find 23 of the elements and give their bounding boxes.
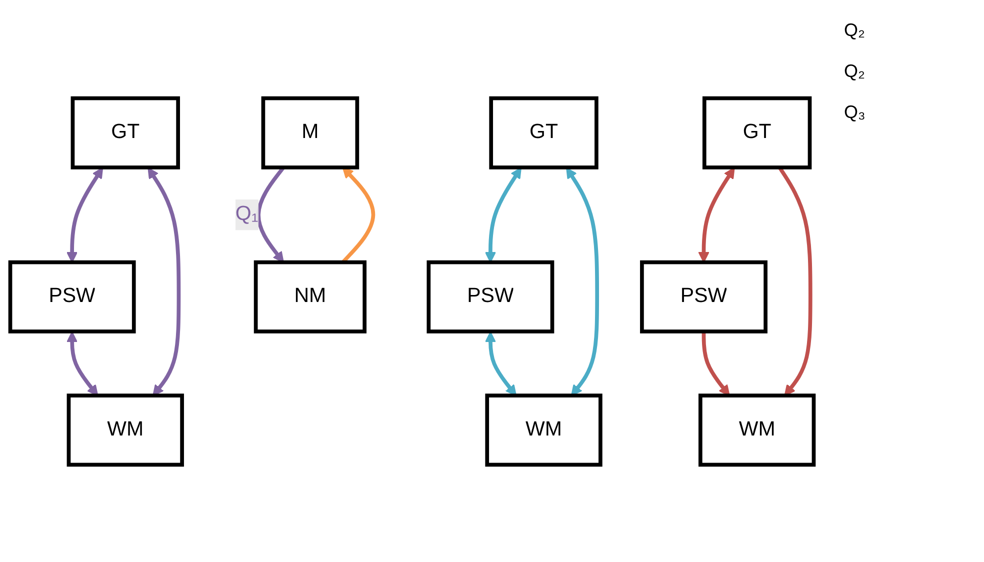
node-box: GT bbox=[489, 96, 598, 169]
node-box: PSW bbox=[640, 260, 768, 333]
arrow bbox=[484, 330, 517, 396]
q-label: Q₂ bbox=[844, 20, 866, 41]
q-label: Q₃ bbox=[844, 102, 866, 123]
node-box: WM bbox=[66, 393, 184, 466]
arrow bbox=[66, 330, 98, 396]
arrow bbox=[698, 166, 735, 262]
node-box: PSW bbox=[8, 260, 136, 333]
arrow bbox=[566, 166, 600, 396]
node-box: M bbox=[261, 96, 360, 169]
node-box: GT bbox=[702, 96, 812, 169]
q-label: Q₂ bbox=[844, 61, 866, 82]
node-box: PSW bbox=[426, 260, 554, 333]
arrow bbox=[702, 330, 730, 396]
edge-label: Q₁ bbox=[235, 202, 258, 225]
node-box: GT bbox=[70, 96, 180, 169]
arrow bbox=[148, 166, 181, 396]
node-box: NM bbox=[254, 260, 366, 333]
arrow bbox=[66, 166, 104, 262]
node-box: WM bbox=[698, 393, 816, 466]
arrow bbox=[484, 166, 522, 262]
node-box: WM bbox=[485, 393, 602, 466]
